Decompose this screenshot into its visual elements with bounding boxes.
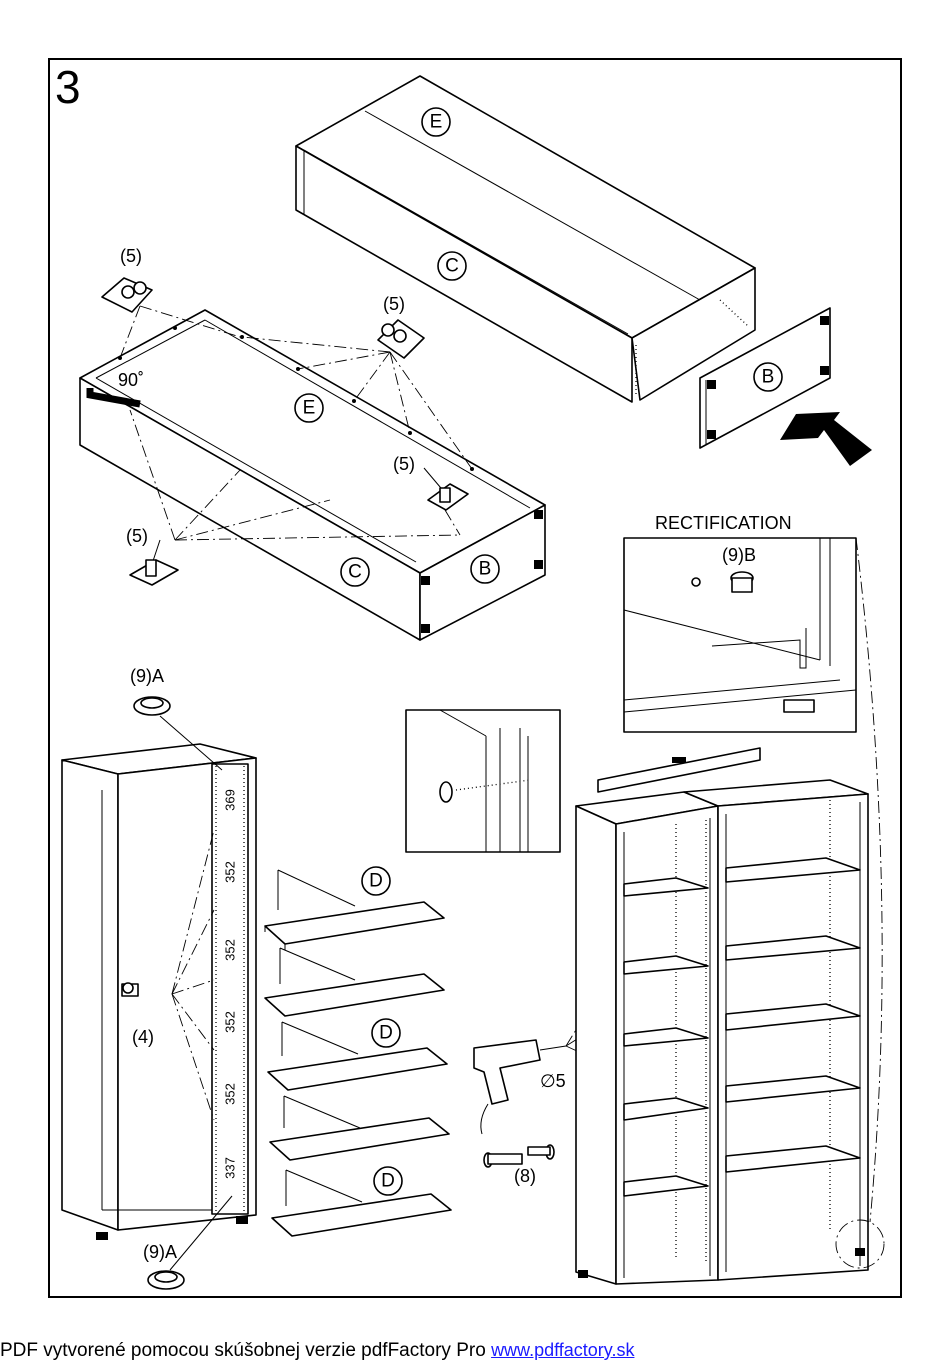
- rectification-title: RECTIFICATION: [655, 513, 792, 533]
- dimension-1: 369: [223, 789, 238, 811]
- drill-size-label: ∅5: [540, 1071, 566, 1091]
- pdf-footer: PDF vytvorené pomocou skúšobnej verzie p…: [0, 1340, 634, 1362]
- panel-b: B: [699, 307, 872, 466]
- fitting-label-d: (5): [126, 526, 148, 546]
- connector-fitting-right: (5): [393, 454, 469, 511]
- side-panel-assembly: 369 352 352 352 352 337 (4) (9)A (9)A: [61, 666, 257, 1290]
- connector-detail: [405, 709, 561, 853]
- footer-text: PDF vytvorené pomocou skúšobnej verzie p…: [0, 1340, 492, 1361]
- insert-arrow-icon: [780, 412, 872, 466]
- finished-shelving-units: [575, 537, 885, 1285]
- footer-link[interactable]: www.pdffactory.sk: [491, 1340, 635, 1360]
- label-c-box: C: [348, 562, 362, 583]
- assembly-illustration: E C B 90˚ E: [61, 75, 885, 1290]
- label-e-box: E: [303, 398, 316, 419]
- shelf-d-label-3: D: [381, 1171, 395, 1192]
- dimension-6: 337: [223, 1157, 238, 1179]
- pin-4-label: (4): [132, 1027, 154, 1047]
- label-b-right: B: [762, 367, 775, 388]
- step-number: 3: [55, 61, 81, 113]
- dimension-3: 352: [223, 939, 238, 961]
- fitting-label-c: (5): [393, 454, 415, 474]
- carcass-box: 90˚ E C B: [79, 305, 546, 641]
- dimension-4: 352: [223, 1011, 238, 1033]
- cam-fitting-top-left: (5): [101, 246, 153, 313]
- shelf-d-label-2: D: [379, 1023, 393, 1044]
- connector-fitting-left: (5): [126, 526, 179, 586]
- label-b-box: B: [479, 559, 492, 580]
- shelf-d-label-1: D: [369, 871, 383, 892]
- fitting-label-a: (5): [120, 246, 142, 266]
- fitting-label-b: (5): [383, 294, 405, 314]
- cap-9a-top-label: (9)A: [130, 666, 164, 686]
- bolt-8-label: (8): [514, 1166, 536, 1186]
- angle-label: 90˚: [118, 370, 144, 390]
- label-c-top: C: [445, 256, 459, 277]
- shelves-d: D D D: [264, 866, 452, 1237]
- top-box-parts: E C: [295, 75, 756, 403]
- cap-9b-label: (9)B: [722, 545, 756, 565]
- label-e-top: E: [430, 112, 443, 133]
- cam-fitting-top-right: (5): [377, 294, 425, 359]
- spirit-level-icon: [597, 747, 761, 793]
- rectification-detail: RECTIFICATION (9)B: [623, 513, 857, 733]
- dimension-2: 352: [223, 861, 238, 883]
- dimension-5: 352: [223, 1083, 238, 1105]
- instruction-frame: [48, 58, 902, 1298]
- bolt-8-icon: (8): [483, 1144, 555, 1186]
- cap-9a-bottom-label: (9)A: [143, 1242, 177, 1262]
